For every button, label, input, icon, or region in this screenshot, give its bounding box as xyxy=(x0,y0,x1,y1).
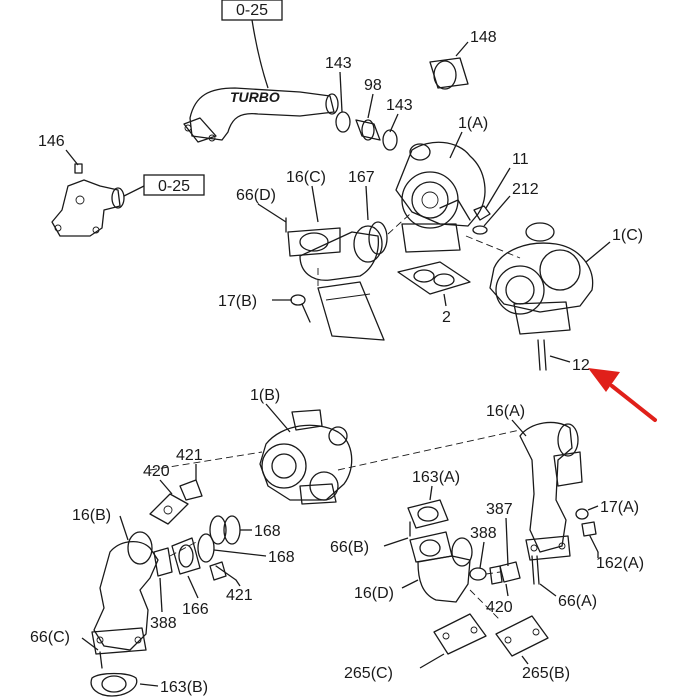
stud-66c: 66(C) xyxy=(30,629,103,669)
seal-rings-168: 168 168 xyxy=(197,515,295,566)
label-17a: 17(A) xyxy=(600,499,639,516)
assembly-guidelines xyxy=(337,429,521,621)
adapter-166: 166 421 xyxy=(171,537,253,618)
label-167: 167 xyxy=(348,169,375,186)
ref-box-left[interactable] xyxy=(143,174,205,196)
label-143-b: 143 xyxy=(386,97,413,114)
exhaust-elbow-16a: 16(A) xyxy=(486,403,583,561)
cover-plate-265b: 265(B) xyxy=(495,615,570,682)
turbo-cast-text: TURBO xyxy=(230,89,280,105)
label-66d: 66(D) xyxy=(236,187,276,204)
water-outlet-146: 146 0-25 xyxy=(38,133,205,237)
label-11: 11 xyxy=(512,151,529,168)
ref-label-left: 0-25 xyxy=(158,178,190,195)
turbocharger-1b: 1(B) xyxy=(250,387,353,505)
stud-66a: 66(A) xyxy=(531,555,597,610)
label-168-b: 168 xyxy=(268,549,295,566)
stud-66b: 66(B) xyxy=(330,521,411,556)
gasket-388-left: 388 xyxy=(150,577,177,632)
label-143-a: 143 xyxy=(325,55,352,72)
label-265c: 265(C) xyxy=(344,665,393,682)
label-388-a: 388 xyxy=(150,615,177,632)
label-16d: 16(D) xyxy=(354,585,394,602)
exhaust-elbow-16c: 16(C) 66(D) 167 xyxy=(236,169,411,281)
collar-148: 148 xyxy=(429,29,497,90)
label-66a: 66(A) xyxy=(558,593,597,610)
label-166: 166 xyxy=(182,601,209,618)
gasket-163b: 163(B) xyxy=(90,672,208,697)
cover-plate-265c: 265(C) xyxy=(344,613,487,682)
bolts-17a-162a: 17(A) 162(A) xyxy=(575,499,644,572)
label-1b: 1(B) xyxy=(250,387,280,404)
turbo-intake-pipe: 0-25 TURBO xyxy=(183,0,339,143)
hose-clamp-set: 143 98 143 xyxy=(325,55,413,151)
label-421-b: 421 xyxy=(226,587,253,604)
heat-shield-17b: 17(B) xyxy=(218,268,385,341)
label-98: 98 xyxy=(364,77,382,94)
label-1a: 1(A) xyxy=(458,115,488,132)
label-66c: 66(C) xyxy=(30,629,70,646)
turbocharger-1a: 1(A) xyxy=(395,115,488,253)
label-16a: 16(A) xyxy=(486,403,525,420)
label-16c: 16(C) xyxy=(286,169,326,186)
label-16b: 16(B) xyxy=(72,507,111,524)
label-17b: 17(B) xyxy=(218,293,257,310)
exhaust-elbow-16b: 16(B) xyxy=(72,451,263,655)
stud-12: 12 xyxy=(537,339,590,374)
label-265b: 265(B) xyxy=(522,665,570,682)
nut-washer-set: 11 212 xyxy=(472,151,539,235)
label-12: 12 xyxy=(572,357,590,374)
exhaust-elbow-16d: 16(D) xyxy=(354,531,473,603)
label-421-a: 421 xyxy=(176,447,203,464)
label-1c: 1(C) xyxy=(612,227,643,244)
label-388-b: 388 xyxy=(470,525,497,542)
label-66b: 66(B) xyxy=(330,539,369,556)
label-2: 2 xyxy=(442,309,451,326)
turbocharger-1c: 1(C) xyxy=(465,222,643,335)
gasket-163a: 163(A) xyxy=(407,469,460,529)
label-146: 146 xyxy=(38,133,65,150)
fittings-387-388: 387 388 420 xyxy=(469,501,521,616)
gasket-2: 2 xyxy=(397,261,471,326)
label-163a: 163(A) xyxy=(412,469,460,486)
label-162a: 162(A) xyxy=(596,555,644,572)
label-387: 387 xyxy=(486,501,513,518)
label-420-a: 420 xyxy=(143,463,170,480)
label-148: 148 xyxy=(470,29,497,46)
ref-label-top: 0-25 xyxy=(236,2,268,19)
label-163b: 163(B) xyxy=(160,679,208,696)
highlight-arrow xyxy=(588,368,657,422)
bolt-plate-420-421: 421 420 xyxy=(143,447,203,525)
label-168-a: 168 xyxy=(254,523,281,540)
label-420-b: 420 xyxy=(486,599,513,616)
label-212: 212 xyxy=(512,181,539,198)
